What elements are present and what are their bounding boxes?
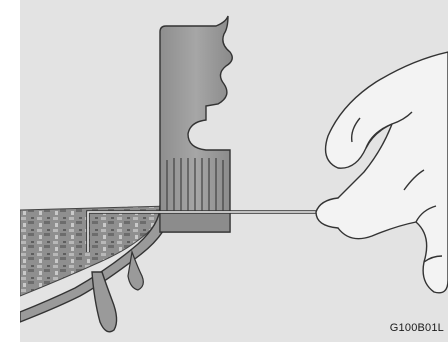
illustration-panel [20, 0, 448, 342]
figure-code: G100B01L [390, 322, 444, 334]
wiper-blade-check-illustration [20, 0, 448, 342]
blade-rim [160, 212, 230, 232]
